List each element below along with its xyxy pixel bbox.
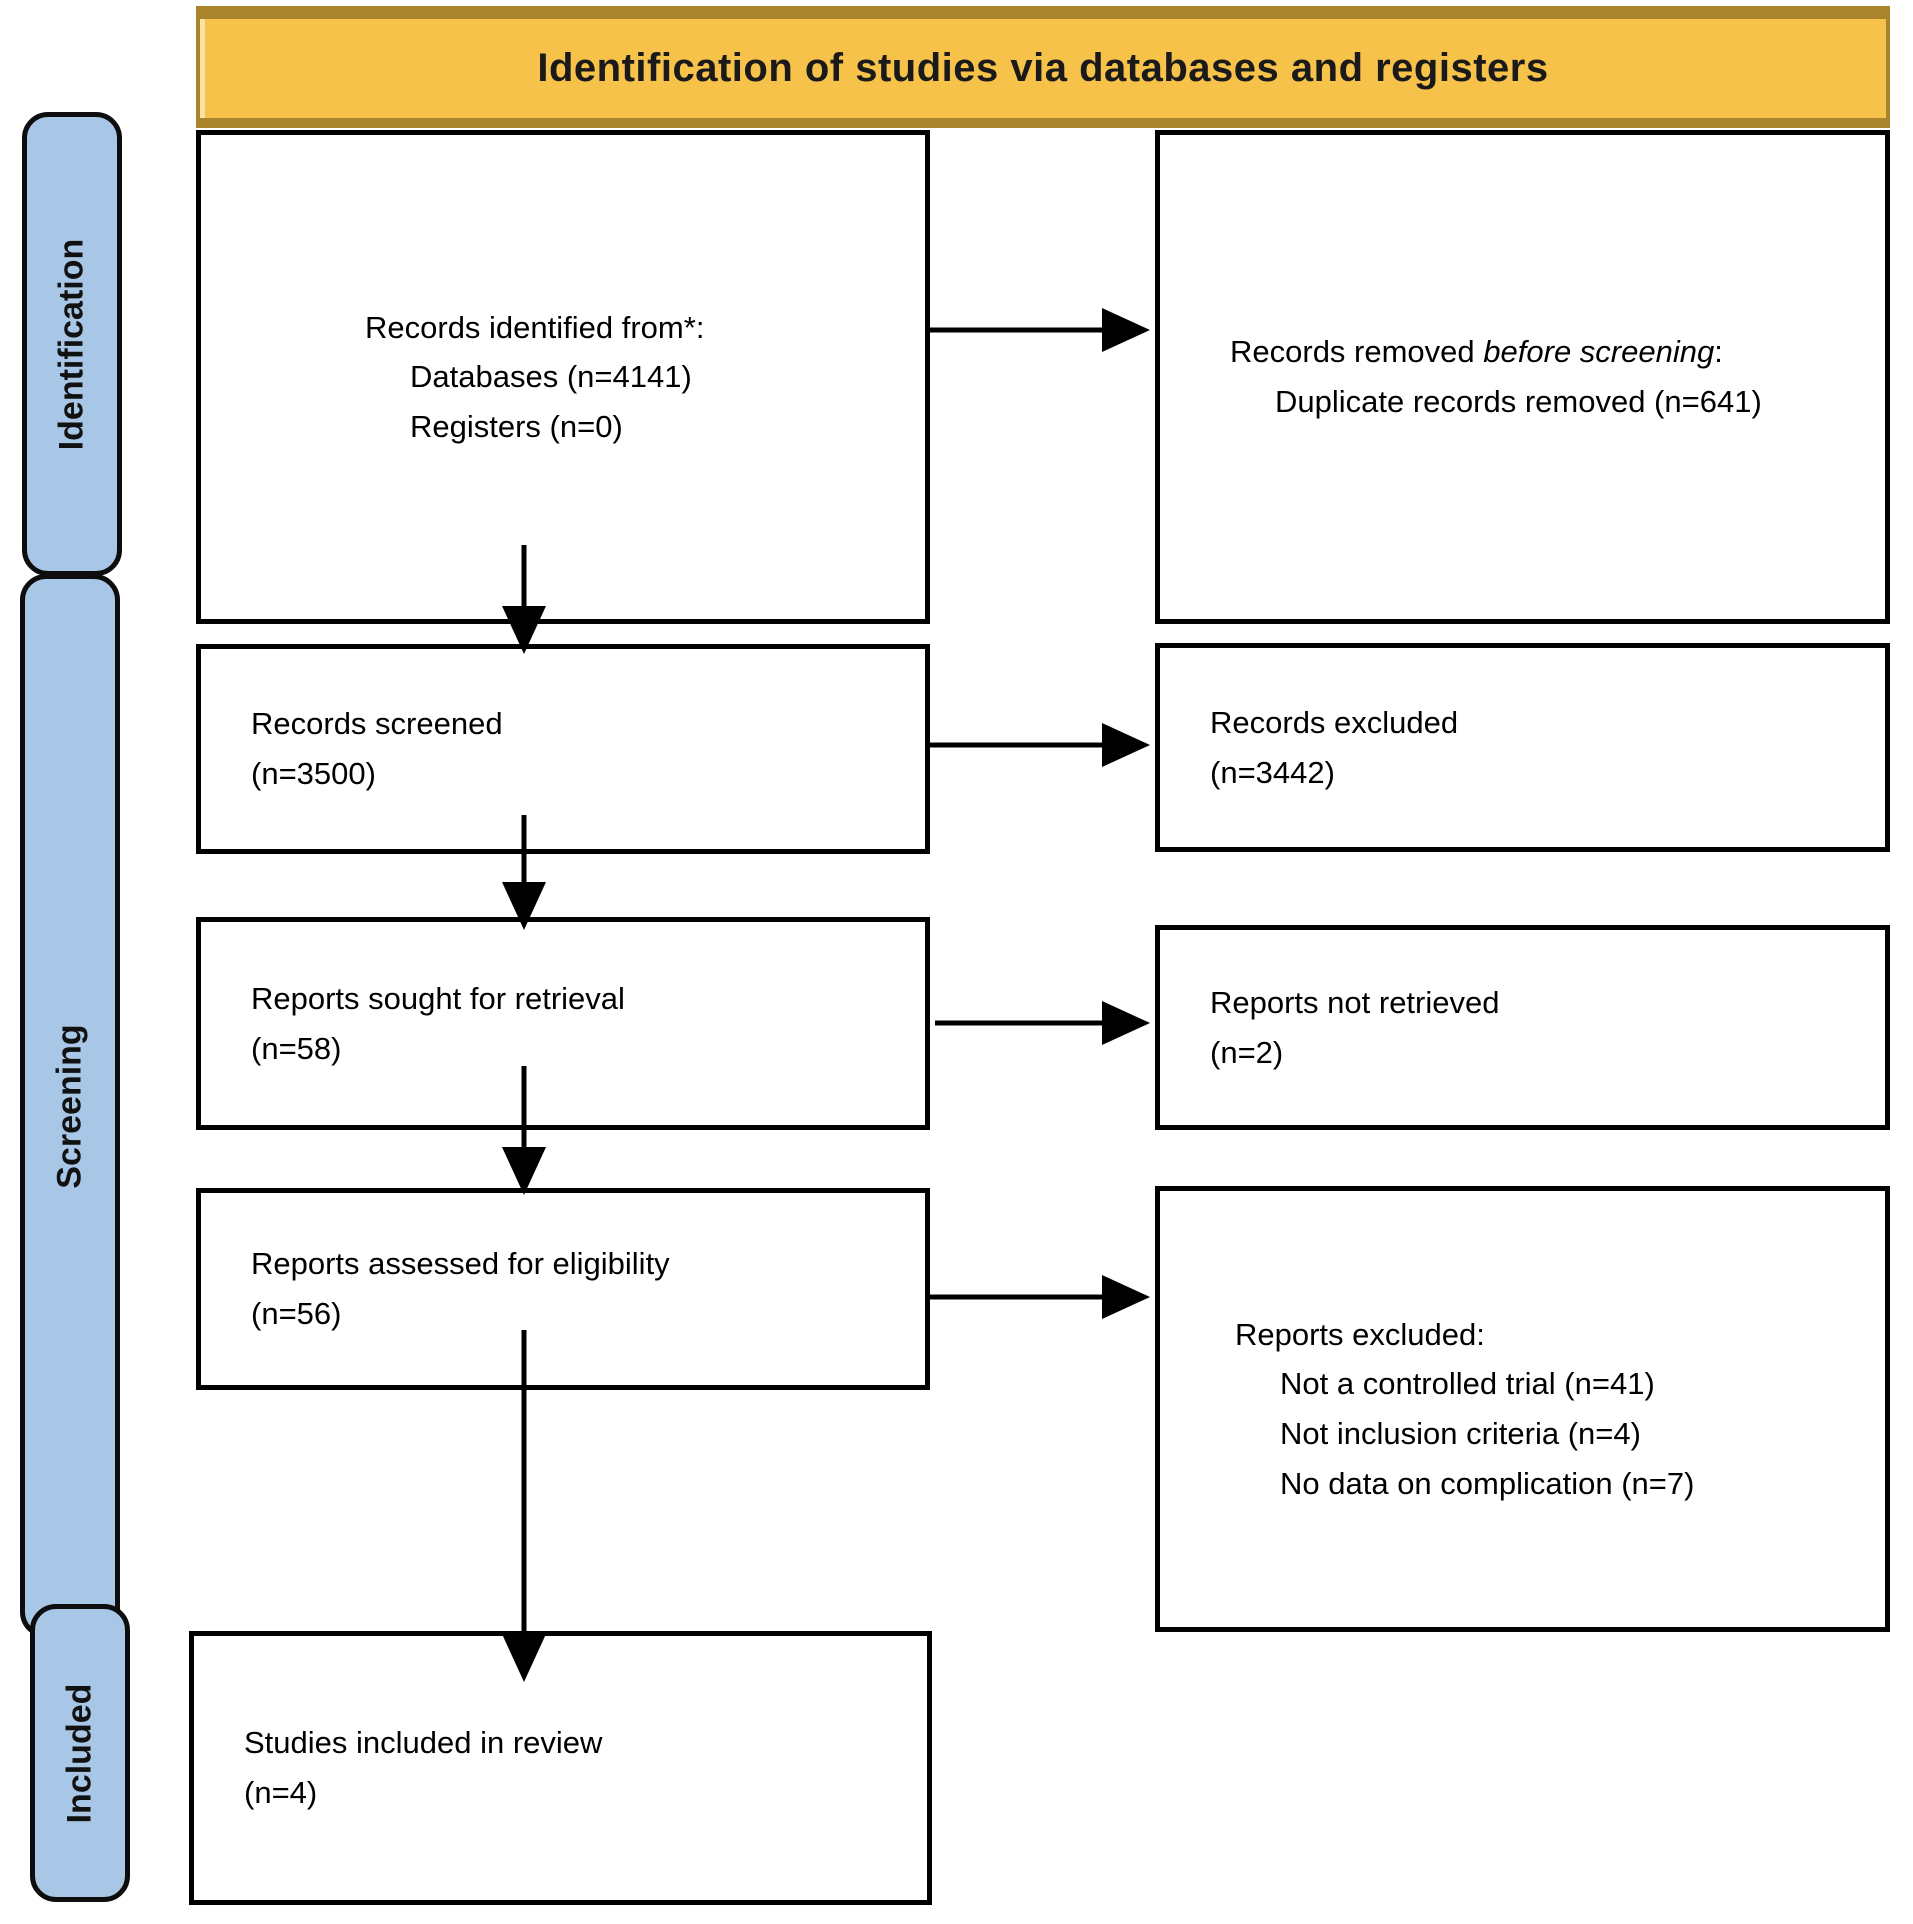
box-item: Databases (n=4141) — [410, 359, 692, 395]
stage-bar-identification: Identification — [22, 112, 122, 576]
stage-bar-screening: Screening — [20, 574, 120, 1638]
box-reports-not-retrieved: Reports not retrieved (n=2) — [1155, 925, 1890, 1130]
box-title: Records removed before screening: — [1230, 334, 1723, 370]
arrow-screened-to-excluded — [930, 723, 1150, 767]
box-count: (n=2) — [1210, 1034, 1284, 1070]
box-line: Reports sought for retrieval — [251, 980, 625, 1016]
box-studies-included-in-review: Studies included in review (n=4) — [189, 1631, 932, 1905]
box-item: No data on complication (n=7) — [1280, 1465, 1695, 1501]
arrow-identified-to-removed — [930, 308, 1150, 352]
box-item: Not a controlled trial (n=41) — [1280, 1366, 1655, 1402]
stage-label-screening: Screening — [50, 1023, 89, 1189]
box-reports-sought-for-retrieval: Reports sought for retrieval (n=58) — [196, 917, 930, 1130]
box-line: Records excluded — [1210, 704, 1459, 740]
box-records-excluded: Records excluded (n=3442) — [1155, 643, 1890, 852]
box-title: Records identified from*: — [365, 309, 705, 345]
stage-label-identification: Identification — [52, 238, 91, 450]
box-item: Duplicate records removed (n=641) — [1275, 384, 1762, 419]
emphasis-before-screening: before screening — [1483, 334, 1715, 370]
stage-label-included: Included — [60, 1683, 99, 1823]
box-reports-excluded: Reports excluded: Not a controlled trial… — [1155, 1186, 1890, 1632]
box-count: (n=4) — [244, 1775, 318, 1810]
stage-bar-included: Included — [30, 1604, 130, 1902]
box-count: (n=3442) — [1210, 754, 1335, 790]
box-count: (n=56) — [251, 1296, 342, 1331]
box-item: Not inclusion criteria (n=4) — [1280, 1416, 1641, 1451]
box-title: Reports excluded: — [1235, 1316, 1485, 1352]
box-count: (n=58) — [251, 1030, 342, 1066]
title-banner: Identification of studies via databases … — [196, 6, 1890, 128]
box-line: Studies included in review — [244, 1725, 603, 1761]
box-records-removed-before-screening: Records removed before screening: Duplic… — [1155, 130, 1890, 624]
box-line: Reports assessed for eligibility — [251, 1246, 670, 1282]
box-records-identified: Records identified from*: Databases (n=4… — [196, 130, 930, 624]
box-reports-assessed-for-eligibility: Reports assessed for eligibility (n=56) — [196, 1188, 930, 1390]
box-records-screened: Records screened (n=3500) — [196, 644, 930, 854]
box-line: Records screened — [251, 706, 503, 742]
arrow-assessed-to-excluded — [930, 1275, 1150, 1319]
arrow-sought-to-not-retrieved — [935, 1001, 1150, 1045]
box-item: Registers (n=0) — [410, 408, 623, 444]
box-line: Reports not retrieved — [1210, 984, 1500, 1020]
diagram-title: Identification of studies via databases … — [537, 46, 1549, 90]
box-count: (n=3500) — [251, 756, 376, 791]
